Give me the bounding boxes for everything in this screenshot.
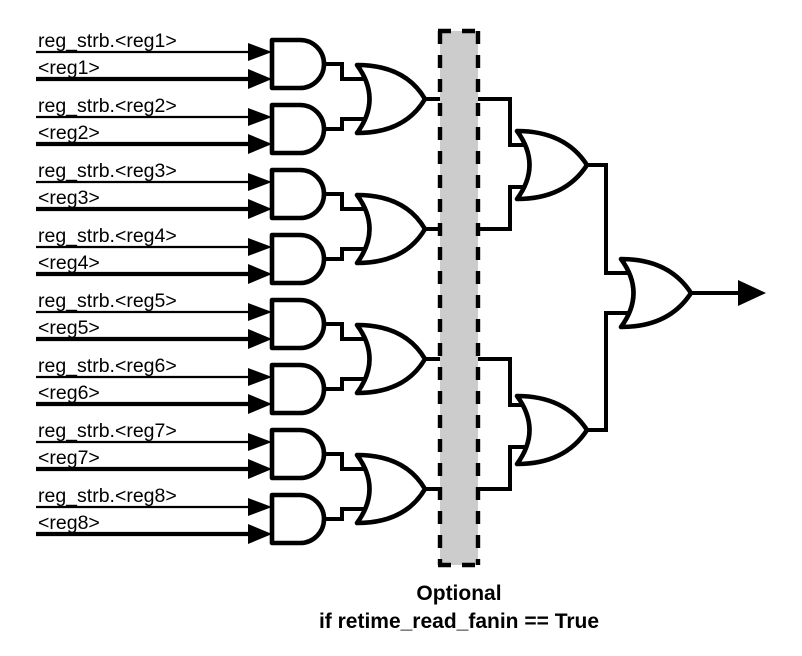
- input-pair-8: [36, 498, 272, 544]
- and-gate-3: [269, 167, 327, 221]
- input-pair-3: [36, 173, 272, 219]
- strobe-arrow-4: [248, 238, 272, 256]
- and-gate-6: [269, 362, 327, 416]
- retime-caption-line2: if retime_read_fanin == True: [319, 610, 599, 633]
- data-label-8: <reg8>: [38, 512, 100, 534]
- data-arrow-8: [248, 524, 272, 544]
- jog-and1-to-or1: [324, 62, 365, 81]
- and-gate-4: [269, 232, 327, 286]
- strobe-label-5: reg_strb.<reg5>: [38, 290, 177, 312]
- data-label-7: <reg7>: [38, 447, 100, 469]
- strobe-arrow-7: [248, 433, 272, 451]
- jog-orl2-1-to-output: [585, 163, 629, 275]
- or-gate-l1-2: [354, 192, 428, 266]
- jog-retime-1-to-orl2-1: [478, 97, 527, 147]
- strobe-label-7: reg_strb.<reg7>: [38, 420, 177, 442]
- jog-and5-to-or3: [324, 322, 365, 341]
- output-arrow: [738, 280, 766, 306]
- data-label-1: <reg1>: [38, 57, 100, 79]
- data-label-6: <reg6>: [38, 382, 100, 404]
- jog-orl2-2-to-output: [585, 311, 629, 432]
- jog-retime-3-to-orl2-2: [478, 357, 527, 407]
- and-gate-7: [269, 427, 327, 481]
- input-pair-2: [36, 108, 272, 154]
- strobe-arrow-6: [248, 368, 272, 386]
- strobe-arrow-5: [248, 303, 272, 321]
- data-label-5: <reg5>: [38, 317, 100, 339]
- jog-and8-to-or4: [324, 507, 365, 521]
- retime-caption-line1: Optional: [416, 582, 501, 605]
- strobe-label-4: reg_strb.<reg4>: [38, 225, 177, 247]
- input-pair-1: [36, 43, 272, 89]
- input-pair-4: [36, 238, 272, 284]
- data-label-2: <reg2>: [38, 122, 100, 144]
- input-pair-6: [36, 368, 272, 414]
- data-label-3: <reg3>: [38, 187, 100, 209]
- data-arrow-2: [248, 134, 272, 154]
- jog-and3-to-or2: [324, 192, 365, 211]
- strobe-label-2: reg_strb.<reg2>: [38, 95, 177, 117]
- data-label-4: <reg4>: [38, 252, 100, 274]
- data-arrow-3: [248, 199, 272, 219]
- strobe-label-8: reg_strb.<reg8>: [38, 485, 177, 507]
- strobe-label-3: reg_strb.<reg3>: [38, 160, 177, 182]
- strobe-arrow-3: [248, 173, 272, 191]
- or-gate-l1-1: [354, 62, 428, 136]
- strobe-arrow-8: [248, 498, 272, 516]
- data-arrow-4: [248, 264, 272, 284]
- jog-retime-4-to-orl2-2: [478, 445, 527, 491]
- data-arrow-5: [248, 329, 272, 349]
- and-gate-8: [269, 492, 327, 546]
- or-gate-l1-3: [354, 322, 428, 396]
- and-gate-5: [269, 297, 327, 351]
- strobe-arrow-2: [248, 108, 272, 126]
- and-gate-1: [269, 37, 327, 91]
- input-pair-5: [36, 303, 272, 349]
- input-pair-7: [36, 433, 272, 479]
- jog-retime-2-to-orl2-1: [478, 185, 527, 231]
- data-arrow-7: [248, 459, 272, 479]
- or-gate-l1-4: [354, 452, 428, 526]
- data-arrow-6: [248, 394, 272, 414]
- and-gate-2: [269, 102, 327, 156]
- optional-retime-band: [440, 31, 478, 565]
- strobe-label-1: reg_strb.<reg1>: [38, 30, 177, 52]
- or-gate-output: [618, 256, 694, 330]
- jog-and6-to-or3: [324, 377, 365, 391]
- jog-and7-to-or4: [324, 452, 365, 471]
- jog-and4-to-or2: [324, 247, 365, 261]
- strobe-label-6: reg_strb.<reg6>: [38, 355, 177, 377]
- data-arrow-1: [248, 69, 272, 89]
- or-gate-l2-1: [514, 128, 590, 202]
- or-gate-l2-2: [514, 393, 590, 467]
- strobe-arrow-1: [248, 43, 272, 61]
- jog-and2-to-or1: [324, 117, 365, 131]
